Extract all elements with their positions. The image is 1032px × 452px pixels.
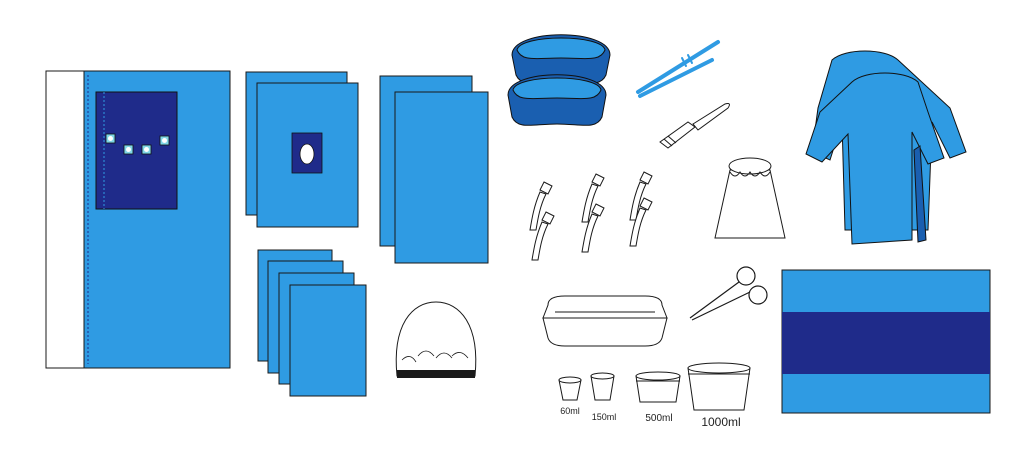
large-drape-with-pouch [45, 70, 231, 369]
cup-label-500ml: 500ml [645, 413, 672, 424]
cup-label-60ml: 60ml [560, 406, 580, 416]
cup-500ml [635, 371, 681, 403]
graduated-cups [558, 362, 751, 411]
surgical-gowns [805, 50, 967, 245]
shoe-cover [714, 157, 786, 239]
cup-label-150ml: 150ml [592, 412, 617, 422]
cup-60ml [558, 376, 582, 401]
cup-labels: 60ml 150ml 500ml 1000ml [560, 406, 740, 429]
plain-drape-pair [379, 75, 489, 264]
scissors [689, 266, 768, 321]
cup-150ml [590, 372, 615, 401]
striped-drape [781, 269, 991, 414]
fenestrated-drape [245, 71, 359, 228]
instrument-tray [542, 295, 668, 347]
small-towel-stack [257, 249, 367, 397]
forceps [636, 40, 720, 98]
scalpel [659, 103, 730, 149]
bouffant-cap [395, 301, 477, 378]
cup-1000ml [687, 362, 751, 411]
towel-clamps [529, 171, 653, 261]
kidney-basins [507, 34, 611, 126]
cup-label-1000ml: 1000ml [701, 415, 740, 429]
